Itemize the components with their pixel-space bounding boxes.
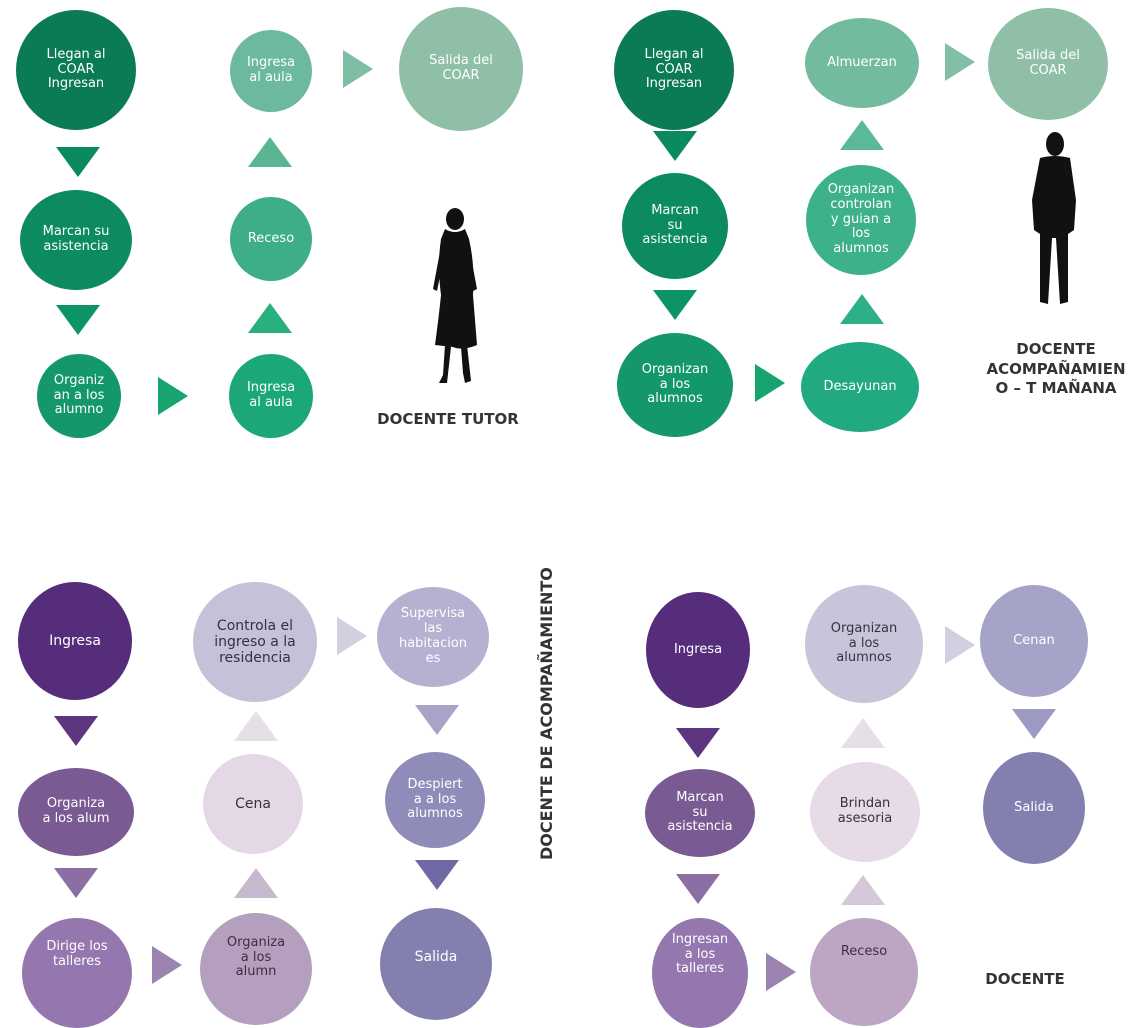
node-supervisa-habitaciones: Supervisa las habitacion es (377, 587, 489, 687)
arrow-down (653, 290, 697, 320)
arrow-right (158, 377, 188, 415)
arrow-right (755, 364, 785, 402)
arrow-down (1012, 709, 1056, 739)
node-ingresa-aula-lower: Ingresa al aula (229, 354, 313, 438)
arrow-up (234, 711, 278, 741)
arrow-up (248, 303, 292, 333)
node-organiza-alumn: Organiza a los alumn (200, 913, 312, 1025)
node-almuerzan: Almuerzan (805, 18, 919, 108)
female-teacher-silhouette (433, 208, 477, 383)
node-organizan-alumnos: Organizan a los alumnos (805, 585, 923, 703)
arrow-right (152, 946, 182, 984)
arrow-right (337, 617, 367, 655)
male-teacher-silhouette (1032, 132, 1076, 304)
silhouette-head (1046, 132, 1064, 156)
node-ingresa: Ingresa (18, 582, 132, 700)
arrow-up (234, 868, 278, 898)
node-organizan-alumnos: Organiz an a los alumno (37, 354, 121, 438)
arrow-down (653, 131, 697, 161)
node-cenan: Cenan (980, 585, 1088, 697)
arrow-right (343, 50, 373, 88)
label-docente-de-acompanamiento-vertical: DOCENTE DE ACOMPAÑAMIENTO (537, 567, 556, 860)
arrow-down (54, 868, 98, 898)
label-docente-tutor: DOCENTE TUTOR (377, 410, 519, 428)
node-receso: Receso (810, 918, 918, 1026)
arrow-up (841, 875, 885, 905)
node-receso: Receso (230, 197, 312, 281)
node-salida: Salida (983, 752, 1085, 864)
arrow-down (676, 874, 720, 904)
arrow-down (56, 305, 100, 335)
node-salida-coar: Salida del COAR (988, 8, 1108, 120)
node-marcan-asistencia: Marcan su asistencia (622, 173, 728, 279)
silhouette-head (446, 208, 464, 230)
node-controla-ingreso: Controla el ingreso a la residencia (193, 582, 317, 702)
node-organizan-controlan: Organizan controlan y guian a los alumno… (806, 165, 916, 275)
label-docente-acompanamiento-manana: DOCENTE ACOMPAÑAMIEN O – T MAÑANA (986, 340, 1126, 397)
node-ingresa-aula-upper: Ingresa al aula (230, 30, 312, 112)
arrow-right (945, 626, 975, 664)
arrow-down (676, 728, 720, 758)
node-dirige-talleres: Dirige los talleres (22, 918, 132, 1028)
arrow-up (840, 294, 884, 324)
node-marcan-asistencia: Marcan su asistencia (645, 769, 755, 857)
node-ingresa: Ingresa (646, 592, 750, 708)
node-llegan-al-coar: Llegan al COAR Ingresan (16, 10, 136, 130)
arrow-right (945, 43, 975, 81)
node-desayunan: Desayunan (801, 342, 919, 432)
label-docente: DOCENTE (985, 970, 1065, 988)
node-salida: Salida (380, 908, 492, 1020)
arrow-up (840, 120, 884, 150)
arrow-down (415, 860, 459, 890)
node-organiza-alum: Organiza a los alum (18, 768, 134, 856)
node-salida-coar: Salida del COAR (399, 7, 523, 131)
arrow-up (841, 718, 885, 748)
arrow-right (766, 953, 796, 991)
node-marcan-asistencia: Marcan su asistencia (20, 190, 132, 290)
arrow-up (248, 137, 292, 167)
arrow-down (54, 716, 98, 746)
node-despierta-alumnos: Despiert a a los alumnos (385, 752, 485, 848)
node-brindan-asesoria: Brindan asesoria (810, 762, 920, 862)
node-cena: Cena (203, 754, 303, 854)
node-ingresan-talleres: Ingresan a los talleres (652, 918, 748, 1028)
node-organizan-alumnos: Organizan a los alumnos (617, 333, 733, 437)
node-llegan-al-coar: Llegan al COAR Ingresan (614, 10, 734, 130)
arrow-down (56, 147, 100, 177)
arrow-down (415, 705, 459, 735)
